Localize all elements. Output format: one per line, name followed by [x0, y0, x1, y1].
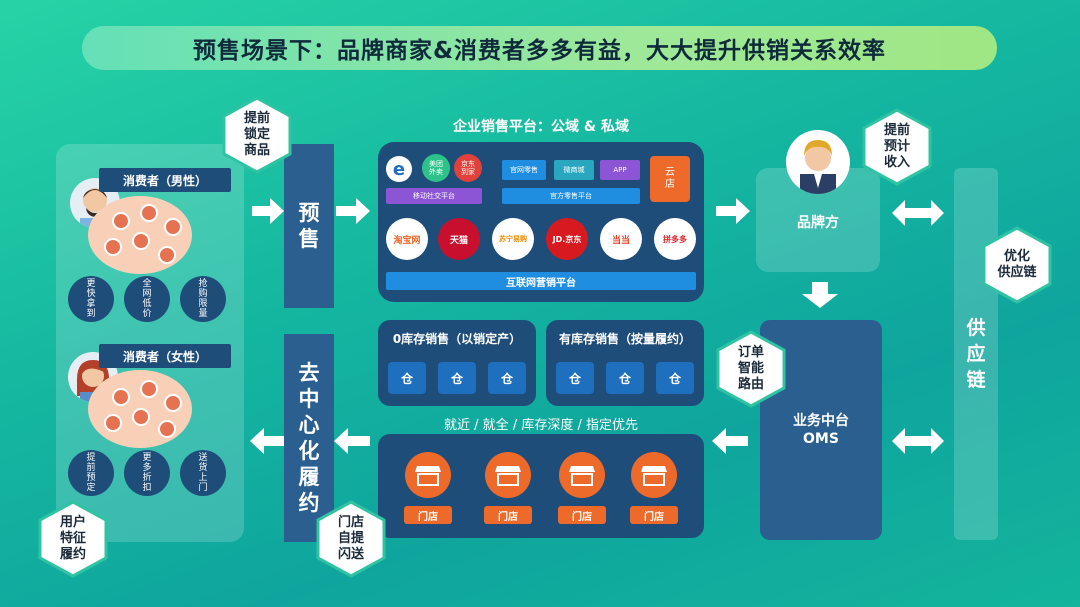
store-tag: 门店: [404, 506, 452, 524]
store-item: 门店: [404, 452, 452, 524]
page-title-text: 预售场景下：品牌商家&消费者多多有益，大大提升供销关系效率: [192, 38, 887, 64]
person-icon: [140, 380, 158, 398]
warehouse-icon: 仓: [388, 362, 426, 394]
oms-label: 业务中台 OMS: [793, 413, 849, 447]
arrow-down-icon: [802, 282, 838, 308]
internet-marketing-tag: 互联网营销平台: [386, 272, 696, 290]
hex-badge-text: 提前 锁定 商品: [243, 111, 270, 158]
supply-chain-text: 供 应 链: [966, 317, 986, 391]
hex-badge-optimize-supply: 优化 供应链: [982, 226, 1052, 304]
arrow-right-icon: [716, 198, 750, 224]
dangdang-logo: 当当: [600, 218, 642, 260]
person-icon: [158, 246, 176, 264]
official-zero-chip: 官网零售: [502, 160, 546, 180]
eleme-logo-icon: e: [386, 156, 412, 182]
brand-avatar: [786, 130, 850, 194]
store-tag: 门店: [630, 506, 678, 524]
person-icon: [164, 218, 182, 236]
decentral-fulfill-bar: 去 中 心 化 履 约: [284, 334, 334, 542]
hex-badge-store-pickup: 门店 自提 闪送: [316, 500, 386, 578]
person-icon: [104, 414, 122, 432]
person-icon: [112, 212, 130, 230]
person-icon: [132, 408, 150, 426]
person-icon: [140, 204, 158, 222]
arrow-right-icon: [252, 198, 284, 224]
priority-text: 就近 / 就全 / 库存深度 / 指定优先: [444, 418, 638, 433]
person-icon: [112, 388, 130, 406]
supply-chain-bar: 供 应 链: [954, 168, 998, 540]
zero-stock-title: 0库存销售（以销定产）: [392, 332, 522, 346]
hex-badge-text: 优化 供应链: [997, 249, 1037, 280]
pdd-logo: 拼多多: [654, 218, 696, 260]
store-icon: [631, 452, 677, 498]
arrow-left-icon: [334, 428, 370, 454]
jd-logo: JD.京东: [546, 218, 588, 260]
has-stock-title: 有库存销售（按量履约）: [558, 332, 691, 346]
store-item: 门店: [484, 452, 532, 524]
arrow-left-icon: [712, 428, 748, 454]
meituan-chip: 美团 外卖: [422, 154, 450, 182]
cloud-store-chip: 云 店: [650, 156, 690, 202]
page-title: 预售场景下：品牌商家&消费者多多有益，大大提升供销关系效率: [82, 26, 997, 70]
suning-logo: 苏宁易购: [492, 218, 534, 260]
hex-badge-user-fulfill: 用户 特征 履约: [38, 500, 108, 578]
feature-bubble: 送 货 上 门: [180, 450, 226, 496]
warehouse-icon: 仓: [656, 362, 694, 394]
tmall-logo: 天猫: [438, 218, 480, 260]
double-arrow-icon: [892, 200, 944, 226]
hex-badge-text: 用户 特征 履约: [59, 515, 86, 562]
male-consumer-label: 消费者（男性）: [99, 168, 231, 192]
feature-bubble: 更 快 拿 到: [68, 276, 114, 322]
hex-badge-text: 提前 预计 收入: [883, 123, 910, 170]
brand-label: 品牌方: [797, 215, 839, 231]
presale-bar: 预 售: [284, 144, 334, 308]
hex-badge-text: 门店 自提 闪送: [337, 515, 364, 562]
warehouse-icon: 仓: [556, 362, 594, 394]
store-item: 门店: [630, 452, 678, 524]
official-retail-tag: 官方零售平台: [502, 188, 640, 204]
hex-badge-est-revenue: 提前 预计 收入: [862, 108, 932, 186]
person-icon: [158, 420, 176, 438]
store-icon: [405, 452, 451, 498]
warehouse-icon: 仓: [438, 362, 476, 394]
wechat-mall-chip: 微商城: [554, 160, 594, 180]
presale-bar-text: 预 售: [298, 201, 320, 251]
female-consumer-label: 消费者（女性）: [99, 344, 231, 368]
person-icon: [164, 394, 182, 412]
person-icon: [132, 232, 150, 250]
warehouse-icon: 仓: [606, 362, 644, 394]
jd-home-chip: 京东 到家: [454, 154, 482, 182]
feature-bubble: 全 网 低 价: [124, 276, 170, 322]
platform-heading: 企业销售平台：公域 & 私域: [453, 119, 629, 135]
feature-bubble: 更 多 折 扣: [124, 450, 170, 496]
hex-badge-order-routing: 订单 智能 路由: [716, 330, 786, 408]
feature-bubble: 提 前 预 定: [68, 450, 114, 496]
hex-badge-text: 订单 智能 路由: [737, 345, 764, 392]
store-tag: 门店: [484, 506, 532, 524]
arrow-right-icon: [336, 198, 370, 224]
mobile-social-tag: 移动社交平台: [386, 188, 482, 204]
store-tag: 门店: [558, 506, 606, 524]
feature-bubble: 抢 购 限 量: [180, 276, 226, 322]
taobao-logo: 淘宝网: [386, 218, 428, 260]
store-icon: [485, 452, 531, 498]
app-chip: APP: [600, 160, 640, 180]
double-arrow-icon: [892, 428, 944, 454]
store-item: 门店: [558, 452, 606, 524]
hex-badge-lock-goods: 提前 锁定 商品: [222, 96, 292, 174]
person-icon: [104, 238, 122, 256]
arrow-left-icon: [250, 428, 284, 454]
warehouse-icon: 仓: [488, 362, 526, 394]
decentral-fulfill-text: 去 中 心 化 履 约: [298, 361, 320, 515]
store-icon: [559, 452, 605, 498]
